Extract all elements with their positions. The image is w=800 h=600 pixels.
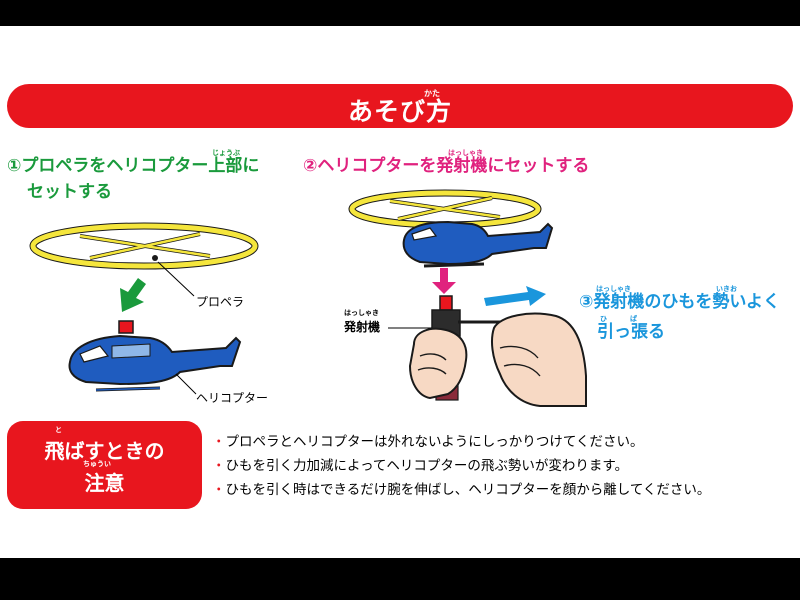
helicopter-1-icon [68, 320, 242, 395]
step2-ruby: はっしゃき [448, 149, 483, 157]
step1-line1: ①プロペラをヘリコプター上部に [7, 156, 260, 176]
bullet: ・ [212, 482, 226, 498]
caution-title-line1: 飛ばすときの [44, 439, 165, 463]
propeller-label: プロペラ [196, 295, 245, 309]
title-ruby: かた [424, 89, 440, 98]
propeller-1-icon [29, 222, 259, 297]
caution-note-1: ・プロペラとヘリコプターは外れないようにしっかりつけてください。 [212, 434, 644, 450]
cyan-right-arrow-icon [484, 286, 546, 306]
step3-ruby-pa: ぱ [630, 315, 637, 323]
step1-line2: セットする [27, 182, 112, 202]
caution-ruby-chui: ちゅうい [83, 460, 111, 468]
propeller-2-icon [348, 189, 542, 229]
step3-line1: ③発射機のひもを勢いよく [579, 292, 781, 312]
magenta-down-arrow-icon [432, 268, 456, 294]
step3-ruby-ikio: いきお [716, 285, 737, 293]
caution-note-2: ・ひもを引く力加減によってヘリコプターの飛ぶ勢いが変わります。 [212, 458, 629, 474]
page-title: あそび方 [347, 97, 452, 126]
launcher-label: 発射機 [344, 320, 381, 334]
step3-ruby-hasshaki: はっしゃき [596, 285, 631, 293]
step3-line2: 引っ張る [597, 322, 665, 342]
caution-note-3: ・ひもを引く時はできるだけ腕を伸ばし、ヘリコプターを顔から離してください。 [212, 482, 711, 498]
caution-ruby-to: と [55, 426, 62, 434]
title-banner: あそび方 [7, 84, 793, 128]
right-hand-icon [491, 312, 587, 407]
caution-box: と 飛ばすときの ちゅうい 注意 [7, 421, 202, 509]
green-down-arrow-icon [120, 278, 146, 312]
step3-ruby-hi: ひ [600, 315, 607, 323]
step2-text: ②ヘリコプターを発射機にセットする [303, 156, 590, 176]
step1-ruby: じょうぶ [212, 149, 240, 157]
instruction-sheet: あそび方 かた じょうぶ ①プロペラをヘリコプター上部に セットする はっしゃき… [0, 26, 800, 558]
bullet: ・ [212, 434, 226, 450]
helicopter-2-icon [402, 220, 554, 268]
caution-title-line2: 注意 [84, 471, 125, 495]
left-hand-icon [408, 327, 468, 400]
helicopter-label: ヘリコプター [196, 391, 269, 405]
instruction-illustration [29, 189, 587, 407]
bullet: ・ [212, 458, 226, 474]
launcher-ruby: はっしゃき [344, 309, 379, 317]
